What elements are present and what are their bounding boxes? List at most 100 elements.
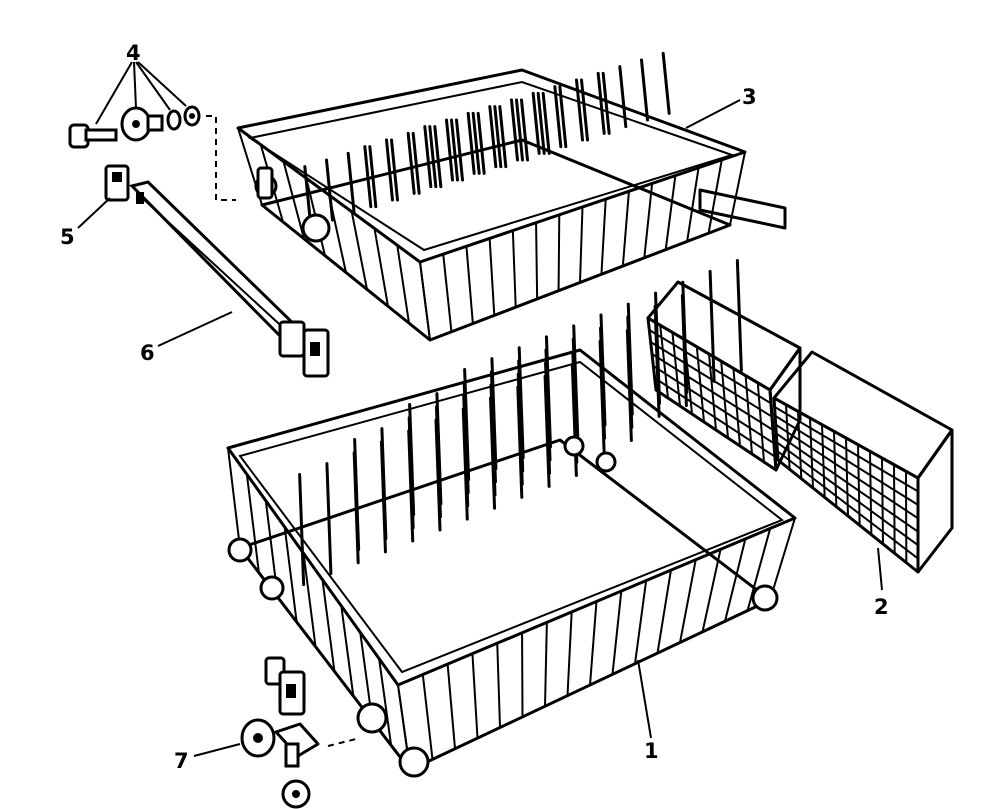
rack-wire [651,353,774,431]
rack-wire [406,131,416,195]
rack-wire [510,98,519,162]
rack-wire [634,579,648,665]
rack-wire [679,558,697,644]
rack-wire [408,403,416,517]
lower-wheel-icon [563,435,585,457]
rack-wire [385,138,394,202]
rack-wire [621,190,630,268]
rack-wire [650,341,773,418]
rack-wire [572,324,580,438]
rack-wire [579,206,584,284]
rack-wire [411,131,421,195]
rack-wire [544,621,548,708]
rack-wire [245,473,260,574]
rack-wire [833,431,838,507]
rack-wire [517,346,525,460]
rack-wire [445,118,454,182]
rack-wire [353,438,361,552]
nut-icon [183,105,201,127]
rack-wire [520,98,529,162]
rack-wire [656,569,672,655]
rack-wire [654,377,776,458]
lower-wheel-icon [259,575,285,601]
rack-wire [433,125,443,189]
rack-wire [774,414,919,506]
rack-wire [776,450,919,560]
rack-wire [496,642,501,729]
rack-wire [724,537,747,623]
rack-wire [423,125,433,189]
rack-wire [541,91,551,155]
rack-wire [776,441,919,546]
rack-wire [575,78,584,142]
rack-wire [686,166,700,243]
part-4-hardware [68,61,236,201]
rack-wire [681,280,689,394]
callout-2: 2 [874,595,889,619]
rack-wire [566,610,573,697]
rack-wire [378,657,393,747]
rack-wire [893,464,896,554]
rack-wire [774,405,919,493]
rack-wire [325,158,334,222]
rack-wire [419,261,431,341]
rack-wire [600,198,607,276]
rack-wire [797,411,803,479]
rack-wire [729,151,746,226]
rack-wire [490,357,498,471]
rack-wire [396,244,410,325]
rack-wire [708,269,716,383]
rack-wire [707,158,723,235]
lower-wheel-icon [356,702,388,734]
rack-wire [428,125,438,189]
rack-wire [488,105,498,169]
rack-wire [601,71,611,135]
rack-wire [640,58,649,122]
rack-wire [881,457,884,545]
rack-wire [476,111,486,175]
callout-3: 3 [742,85,757,109]
bracket-icon [264,656,306,716]
callout-7: 7 [174,749,189,773]
upper-rack [236,51,787,342]
rack-wire [380,427,388,541]
rack-wire [648,329,772,405]
rack-wire [471,111,481,175]
rack-wire [466,111,476,175]
rack-wire [596,71,606,135]
rack-wire [775,423,919,520]
rack-wire [643,182,654,259]
rack-wire [557,213,561,292]
rack-wire [769,517,796,601]
rack-wire [421,673,434,761]
rack-wire [869,451,873,535]
rack-wire [488,237,496,317]
wheel-icon [120,106,164,142]
rack-wire [531,91,541,155]
clip-icon [104,164,130,202]
rack-wire [511,229,517,309]
bolt-icon [68,123,118,149]
rack-wire [580,78,589,142]
rack-wire [553,85,563,149]
rack-wire [450,118,459,182]
rack-wire [363,145,373,209]
rack-wire [298,473,306,587]
rack-wire [465,245,474,325]
lower-wheel-icon [398,746,430,778]
callout-4: 4 [126,41,141,65]
rack-wire [857,444,861,526]
rack-wire [493,105,503,169]
rack-wire [701,548,722,633]
rack-wire [390,138,399,202]
rack-wire [515,98,524,162]
callout-1: 1 [644,739,659,763]
rack-wire [661,51,671,115]
part-6-slide-rail [129,180,330,378]
rack-wire [775,432,919,533]
lower-wheel-icon [227,537,253,563]
rack-wire [664,174,677,251]
rack-wire [558,85,568,149]
rack-wire [821,424,826,498]
